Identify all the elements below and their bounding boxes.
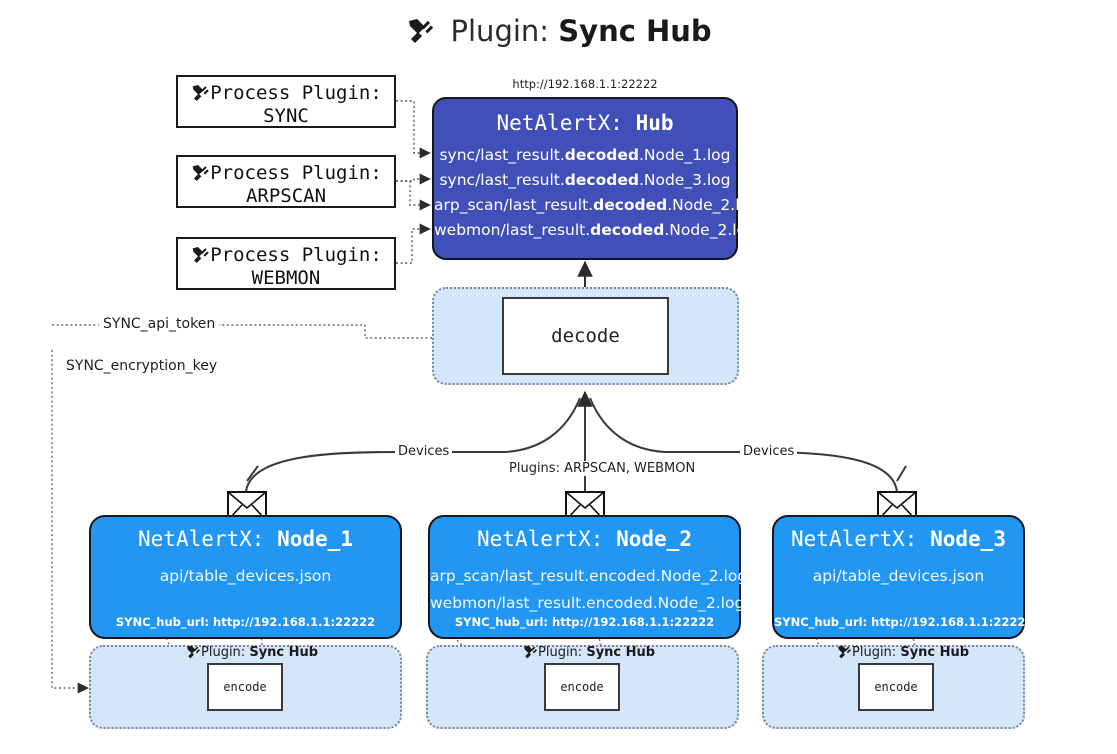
process-plugin-webmon-line2: WEBMON [251,267,321,290]
hub-title: NetAlertX: Hub [496,111,674,135]
plug-icon [405,14,444,48]
node-2-lines: arp_scan/last_result.encoded.Node_2.log … [430,563,748,617]
node-1-title: NetAlertX: Node_1 [138,527,353,551]
hub-box[interactable]: NetAlertX: Hub sync/last_result.decoded.… [432,97,759,260]
node-3-title: NetAlertX: Node_3 [791,527,1006,551]
edge-label-devices-right: Devices [740,444,798,459]
node-1-line: api/table_devices.json [159,567,332,585]
node-3-lines: api/table_devices.json [774,563,1023,590]
edge-arpscan-to-hub [396,180,431,211]
plug-icon [192,85,209,101]
page-title: Plugin: Sync Hub [0,14,1117,48]
process-plugin-sync-line1: Process Plugin: [178,82,394,105]
edge-sync-to-hub [396,100,431,159]
node-box-node-1[interactable]: NetAlertX: Node_1 api/table_devices.json… [89,515,402,639]
process-plugin-box-arpscan[interactable]: Process Plugin: ARPSCAN [176,155,396,208]
hub-log-item: arp_scan/last_result.decoded.Node_2.log [434,196,759,215]
encoder-2-plugin-tag: Plugin: Sync Hub [522,645,655,660]
hub-url-label: http://192.168.1.1:22222 [512,77,658,91]
node-3-hub-url: SYNC_hub_url: http://192.168.1.1:22222 [774,615,1034,629]
plug-icon [192,247,209,263]
process-plugin-arpscan-line2: ARPSCAN [245,185,327,208]
encode-box-3[interactable]: encode [858,663,934,711]
encode-box-2[interactable]: encode [544,663,620,711]
node-1-lines: api/table_devices.json [91,563,400,590]
encode-box-1[interactable]: encode [207,663,283,711]
plug-icon [187,645,201,659]
envelope-stem-3 [896,465,907,482]
edge-label-plugins-mid: Plugins: ARPSCAN, WEBMON [506,461,699,476]
node-2-line: arp_scan/last_result.encoded.Node_2.log [430,567,748,585]
node-box-node-2[interactable]: NetAlertX: Node_2 arp_scan/last_result.e… [428,515,748,639]
node-2-title: NetAlertX: Node_2 [477,527,692,551]
node-2-hub-url: SYNC_hub_url: http://192.168.1.1:22222 [454,615,715,629]
edge-label-devices-left: Devices [395,444,453,459]
process-plugin-box-sync[interactable]: Process Plugin: SYNC [176,75,396,128]
process-plugin-webmon-line1: Process Plugin: [178,244,394,267]
envelope-stem-1 [246,465,259,482]
encoder-3-plugin-tag: Plugin: Sync Hub [836,645,969,660]
process-plugin-arpscan-line1: Process Plugin: [178,162,394,185]
process-plugin-box-webmon[interactable]: Process Plugin: WEBMON [176,237,396,290]
hub-log-item: sync/last_result.decoded.Node_1.log [439,146,731,164]
hub-log-list: sync/last_result.decoded.Node_1.log sync… [434,143,759,243]
plug-icon [524,645,538,659]
param-label-encryption-key: SYNC_encryption_key [62,358,222,374]
hub-log-item: sync/last_result.decoded.Node_3.log [439,171,731,190]
param-label-api-token: SYNC_api_token [99,316,220,332]
edge-encryption-key-to-encoders [51,350,89,694]
plug-icon [192,165,209,181]
encoder-1-plugin-tag: Plugin: Sync Hub [185,645,318,660]
node-2-line: webmon/last_result.encoded.Node_2.log [430,594,745,613]
edge-sync2-to-hub [396,173,431,185]
process-plugin-sync-line2: SYNC [263,105,309,128]
plug-icon [838,645,852,659]
page-title-name: Sync Hub [558,14,712,48]
node-3-line: api/table_devices.json [812,567,985,585]
node-box-node-3[interactable]: NetAlertX: Node_3 api/table_devices.json… [772,515,1034,639]
page-title-prefix: Plugin: [450,14,550,48]
hub-log-item: webmon/last_result.decoded.Node_2.log [434,221,756,240]
edge-webmon-to-hub [396,223,431,264]
decode-box[interactable]: decode [502,297,669,375]
node-1-hub-url: SYNC_hub_url: http://192.168.1.1:22222 [115,615,376,629]
